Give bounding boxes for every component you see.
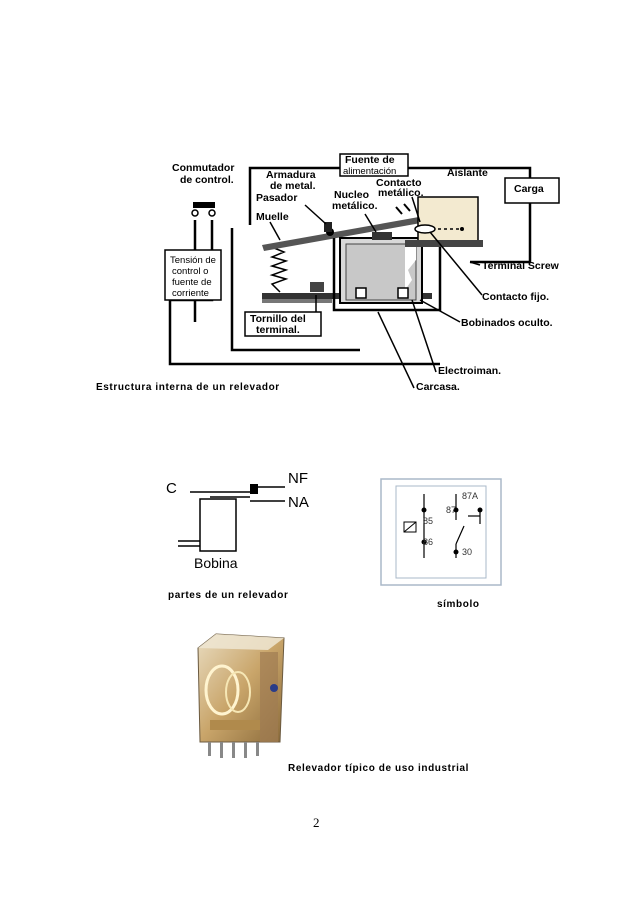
caption-simbolo: símbolo bbox=[437, 599, 480, 610]
label-fuente: Fuente de bbox=[345, 154, 395, 166]
label-contacto-metalico: Contacto bbox=[376, 177, 422, 189]
label-bobinados: Bobinados oculto. bbox=[461, 317, 553, 329]
pin-86: 86 bbox=[423, 537, 434, 547]
label-conmutador-2: de control. bbox=[180, 174, 234, 186]
label-nucleo: Nucleo bbox=[334, 189, 370, 201]
label-tension: Tensión de bbox=[170, 255, 216, 266]
label-nucleo-2: metálico. bbox=[332, 200, 378, 212]
label-conmutador: Conmutador bbox=[172, 162, 235, 174]
label-bobina: Bobina bbox=[194, 555, 238, 571]
label-carga: Carga bbox=[514, 183, 544, 195]
label-contacto-fijo: Contacto fijo. bbox=[482, 291, 550, 303]
pin-87a: 87A bbox=[462, 491, 479, 501]
label-tension-2: control o bbox=[172, 266, 209, 277]
relay-symbol-diagram bbox=[380, 478, 502, 586]
pin-85: 85 bbox=[423, 516, 434, 526]
spring-icon bbox=[269, 247, 289, 293]
label-tension-3: fuente de bbox=[172, 277, 212, 288]
pin-87: 87 bbox=[446, 505, 457, 515]
industrial-relay-photo bbox=[197, 633, 285, 758]
label-armadura: Armadura bbox=[266, 169, 316, 181]
label-armadura-2: de metal. bbox=[270, 180, 316, 192]
label-aislante: Aislante bbox=[447, 167, 488, 179]
label-pasador: Pasador bbox=[256, 192, 298, 204]
caption-relevador-industrial: Relevador típico de uso industrial bbox=[288, 763, 469, 774]
label-terminal-screw: Terminal Screw bbox=[482, 260, 559, 272]
label-tension-4: corriente bbox=[172, 288, 209, 299]
label-electroiman: Electroiman. bbox=[438, 365, 502, 377]
label-tornillo-2: terminal. bbox=[256, 324, 300, 336]
label-fuente-2: alimentación bbox=[343, 166, 397, 177]
label-c: C bbox=[166, 480, 177, 497]
pin-30: 30 bbox=[462, 547, 473, 557]
label-nf: NF bbox=[288, 470, 308, 487]
caption-partes: partes de un relevador bbox=[168, 590, 289, 601]
control-switch-icon bbox=[191, 202, 216, 217]
label-muelle: Muelle bbox=[256, 211, 289, 223]
relay-structure-diagram bbox=[164, 153, 560, 389]
label-na: NA bbox=[288, 494, 309, 511]
page-number: 2 bbox=[313, 815, 320, 830]
label-carcasa: Carcasa. bbox=[416, 381, 460, 393]
label-contacto-metalico-2: metálico. bbox=[378, 187, 424, 199]
relay-parts-diagram bbox=[178, 484, 285, 552]
label-tornillo: Tornillo del bbox=[250, 313, 306, 325]
caption-estructura: Estructura interna de un relevador bbox=[96, 382, 280, 393]
